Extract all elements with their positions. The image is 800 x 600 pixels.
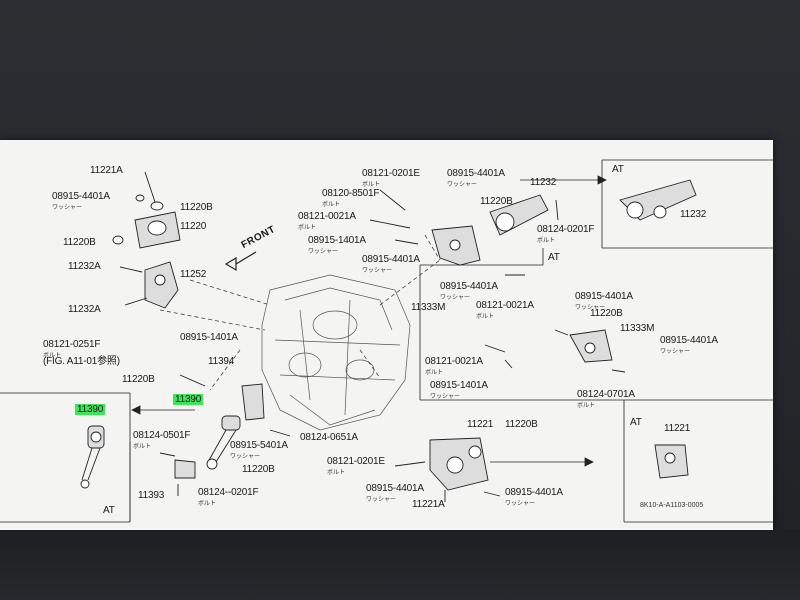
part-label: 08121-0021A — [476, 300, 534, 311]
part-label: 08915-1401A — [308, 235, 366, 246]
part-label: 11221 — [664, 423, 691, 434]
part-label: 11220B — [480, 196, 513, 207]
part-label: 08915-4401A — [366, 483, 424, 494]
washer-sublabel: ワッシャー — [430, 394, 461, 400]
washer-sublabel: ワッシャー — [366, 497, 397, 503]
washer-sublabel: ワッシャー — [362, 268, 393, 274]
washer-sublabel: ワッシャー — [447, 182, 478, 188]
bolt-sublabel: ボルト — [43, 353, 62, 359]
washer-sublabel: ワッシャー — [52, 205, 83, 211]
part-label: 08915-4401A — [362, 254, 420, 265]
part-label: 08124-0701A — [577, 389, 635, 400]
part-label: 08915-4401A — [447, 168, 505, 179]
part-label: 08915-5401A — [230, 440, 288, 451]
fig-reference: (FIG. A11-01参照) — [43, 356, 120, 367]
part-label: 08121-0201E — [362, 168, 420, 179]
bolt-sublabel: ボルト — [327, 470, 346, 476]
part-label: 11394 — [208, 356, 235, 367]
part-label-highlighted: 11390 — [173, 394, 204, 405]
part-label: 08121-0021A — [298, 211, 356, 222]
part-label: 08124--0201F — [198, 487, 259, 498]
part-label: 11232 — [530, 177, 557, 188]
part-label: 11220B — [122, 374, 155, 385]
part-label: 11232A — [68, 261, 101, 272]
bolt-sublabel: ボルト — [198, 501, 217, 507]
part-label: 08124-0501F — [133, 430, 191, 441]
bolt-sublabel: ボルト — [322, 202, 341, 208]
part-label: 08915-1401A — [430, 380, 488, 391]
at-label: AT — [630, 417, 642, 428]
washer-sublabel: ワッシャー — [230, 454, 261, 460]
part-label: 08124-0651A — [300, 432, 358, 443]
bolt-sublabel: ボルト — [425, 370, 444, 376]
part-label: 11232A — [68, 304, 101, 315]
diagram-drawing — [0, 159, 773, 523]
part-label: 08120-8501F — [322, 188, 380, 199]
part-label: 11221 — [467, 419, 494, 430]
at-label: AT — [103, 505, 115, 516]
part-label: 11333M — [411, 302, 446, 313]
part-label: 11333M — [620, 323, 655, 334]
washer-sublabel: ワッシャー — [660, 349, 691, 355]
parts-diagram-sheet: FRONT AT AT AT AT 11221A 08915-4401A ワッシ… — [0, 140, 773, 530]
part-label: 08121-0251F — [43, 339, 101, 350]
at-label: AT — [548, 252, 560, 263]
part-label: 08121-0201E — [327, 456, 385, 467]
part-label: 08121-0021A — [425, 356, 483, 367]
part-label: 11220B — [242, 464, 275, 475]
part-label: 08915-4401A — [505, 487, 563, 498]
part-label: 11221A — [412, 499, 445, 510]
part-label: 11220B — [590, 308, 623, 319]
diagram-code: 8K10-A-A1103-0005 — [640, 502, 704, 509]
bolt-sublabel: ボルト — [537, 238, 556, 244]
bolt-sublabel: ボルト — [133, 444, 152, 450]
part-label: 08915-4401A — [575, 291, 633, 302]
washer-sublabel: ワッシャー — [440, 295, 471, 301]
monitor-bezel-bottom — [0, 530, 800, 600]
washer-sublabel: ワッシャー — [505, 501, 536, 507]
part-label: 08915-4401A — [52, 191, 110, 202]
part-label: 08915-4401A — [660, 335, 718, 346]
part-label: 11393 — [138, 490, 165, 501]
bolt-sublabel: ボルト — [298, 225, 317, 231]
part-label: 08124-0201F — [537, 224, 595, 235]
bolt-sublabel: ボルト — [577, 403, 596, 409]
bolt-sublabel: ボルト — [362, 182, 381, 188]
at-label: AT — [612, 164, 624, 175]
washer-sublabel: ワッシャー — [575, 305, 606, 311]
part-label-highlighted: 11390 — [75, 404, 106, 415]
part-label: 11220 — [180, 221, 207, 232]
part-label: 11221A — [90, 165, 123, 176]
part-label: 08915-1401A — [180, 332, 238, 343]
washer-sublabel: ワッシャー — [308, 249, 339, 255]
part-label: 11232 — [680, 209, 707, 220]
part-label: 11220B — [180, 202, 213, 213]
part-label: 11220B — [63, 237, 96, 248]
part-label: 11252 — [180, 269, 207, 280]
part-label: 08915-4401A — [440, 281, 498, 292]
part-label: 11220B — [505, 419, 538, 430]
bolt-sublabel: ボルト — [476, 314, 495, 320]
